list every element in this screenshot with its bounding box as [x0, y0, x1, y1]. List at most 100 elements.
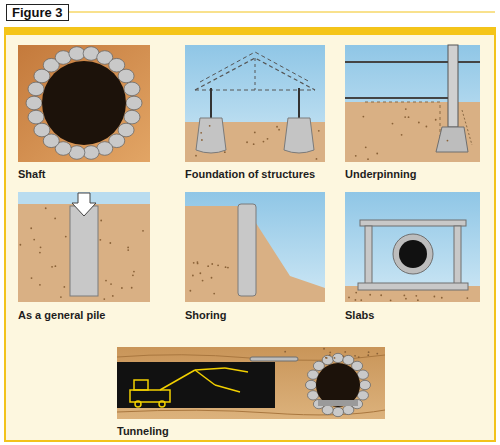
soil-speckle	[415, 295, 417, 297]
soil-speckle	[211, 277, 213, 279]
stone-ring	[83, 146, 99, 160]
soil-speckle	[278, 129, 280, 131]
soil-speckle	[329, 352, 331, 354]
soil-speckle	[103, 298, 105, 300]
tunneling-illustration	[250, 357, 298, 361]
soil-speckle	[224, 151, 226, 153]
soil-speckle	[404, 116, 406, 118]
soil-speckle	[65, 236, 67, 238]
soil-speckle	[40, 246, 42, 248]
soil-speckle	[426, 126, 428, 128]
soil-speckle	[133, 271, 135, 273]
soil-speckle	[447, 140, 449, 142]
soil-speckle	[267, 138, 269, 140]
soil-speckle	[376, 153, 378, 155]
stone-ring	[118, 69, 134, 83]
pile-illustration	[18, 192, 150, 302]
drilling-rig	[225, 368, 248, 372]
soil-speckle	[39, 284, 41, 286]
panel-caption: Shoring	[185, 309, 227, 322]
soil-speckle	[276, 126, 278, 128]
stone-ring	[124, 110, 140, 124]
stone-ring	[34, 123, 50, 137]
underpinning-illustration	[345, 97, 448, 99]
soil-speckle	[367, 158, 369, 160]
soil-speckle	[365, 146, 367, 148]
panel-caption: Slabs	[345, 309, 374, 322]
stone-ring	[124, 82, 140, 96]
stone-ring	[343, 405, 354, 414]
soil-speckle	[100, 220, 102, 222]
panel-caption: Shaft	[18, 168, 46, 181]
stone-ring	[26, 47, 142, 160]
soil-speckle	[355, 299, 357, 301]
underpinning-illustration	[345, 102, 480, 162]
soil-speckle	[325, 357, 327, 359]
soil-speckle	[201, 139, 203, 141]
stone-ring	[333, 353, 344, 362]
soil-speckle	[329, 354, 331, 356]
stone-ring	[126, 96, 142, 110]
drilling-rig	[130, 368, 248, 407]
panel-caption: Foundation of structures	[185, 168, 315, 181]
stone-ring	[28, 110, 44, 124]
foundation-illustration	[255, 58, 256, 90]
soil-speckle	[195, 155, 197, 157]
soil-speckle	[211, 263, 213, 265]
soil-speckle	[19, 244, 21, 246]
soil-speckle	[192, 275, 194, 277]
drilling-rig	[215, 385, 240, 392]
soil-speckle	[401, 134, 403, 136]
shoring-illustration	[185, 192, 325, 302]
soil-speckle	[45, 207, 47, 209]
soil-speckle	[51, 266, 53, 268]
drilling-rig	[130, 390, 170, 402]
underpinning-illustration	[436, 127, 468, 152]
soil-speckle	[318, 130, 320, 132]
soil-speckle	[121, 287, 123, 289]
soil-speckle	[418, 122, 420, 124]
underpinning-illustration	[345, 45, 480, 162]
stone-ring	[308, 370, 319, 379]
soil-speckle	[197, 261, 199, 263]
underpinning-illustration	[345, 45, 480, 162]
slabs-illustration	[345, 192, 480, 302]
stone-ring	[308, 391, 319, 400]
soil-speckle	[225, 266, 227, 268]
tunneling-illustration	[316, 363, 360, 407]
soil-speckle	[466, 297, 468, 299]
shoring-illustration	[185, 192, 325, 302]
stone-ring	[322, 355, 333, 364]
shoring-illustration	[238, 204, 256, 296]
soil-speckle	[209, 125, 211, 127]
stone-ring	[69, 47, 85, 61]
soil-speckle	[417, 299, 419, 301]
soil-speckle	[326, 357, 328, 359]
drilling-rig	[134, 380, 148, 390]
soil-speckle	[403, 294, 405, 296]
soil-speckle	[376, 353, 378, 355]
soil-speckle	[202, 280, 204, 282]
soil-speckle	[132, 274, 134, 276]
soil-speckle	[369, 294, 371, 296]
soil-speckle	[343, 355, 345, 357]
soil-speckle	[360, 299, 362, 301]
drilling-rig	[195, 370, 215, 385]
soil-speckle	[405, 108, 407, 110]
soil-speckle	[405, 298, 407, 300]
soil-speckle	[408, 116, 410, 118]
soil-speckle	[354, 355, 356, 357]
figure-frame	[5, 12, 495, 441]
shaft-illustration	[18, 45, 150, 162]
panel-caption: As a general pile	[18, 309, 105, 322]
drilling-rig	[195, 368, 225, 370]
soil-speckle	[380, 294, 382, 296]
soil-speckle	[105, 280, 107, 282]
soil-speckle	[316, 158, 318, 160]
tunneling-illustration	[318, 400, 358, 406]
soil-speckle	[207, 265, 209, 267]
soil-speckle	[110, 283, 112, 285]
panel-caption: Underpinning	[345, 168, 417, 181]
drilling-rig	[135, 401, 141, 407]
